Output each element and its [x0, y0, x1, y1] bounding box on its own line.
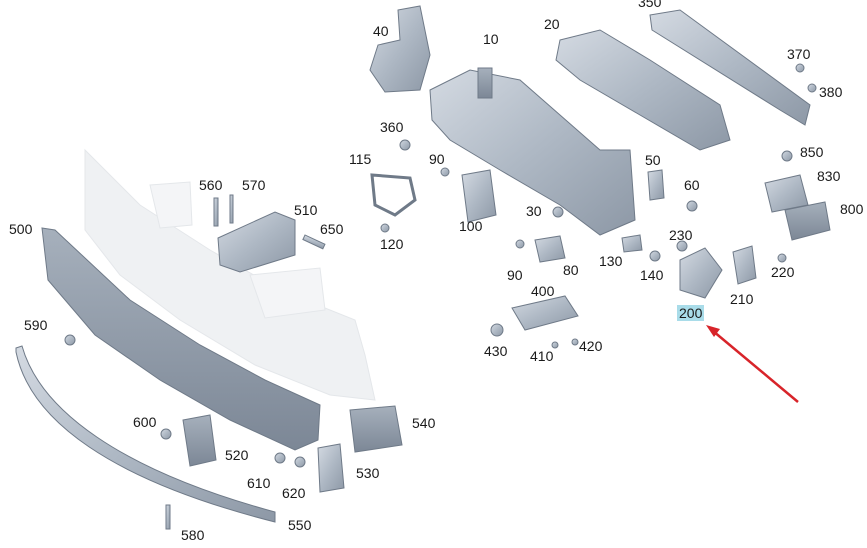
part-540-plate: [349, 405, 403, 453]
callout-arrow: [712, 330, 799, 403]
label-20: 20: [544, 16, 560, 32]
label-140: 140: [640, 267, 664, 283]
part-550-lower-strip: [15, 345, 276, 523]
part-40-bracket: [369, 5, 431, 93]
part-400-block: [511, 295, 579, 331]
part-100-bracket: [461, 169, 497, 223]
label-220: 220: [771, 264, 795, 280]
label-600: 600: [133, 414, 157, 430]
label-520: 520: [225, 447, 249, 463]
part-80-bracket: [534, 235, 566, 263]
label-90b: 90: [507, 267, 523, 283]
label-60: 60: [684, 177, 700, 193]
label-850: 850: [800, 144, 824, 160]
part-20-carrier: [555, 29, 731, 151]
label-830: 830: [817, 168, 841, 184]
label-50: 50: [645, 152, 661, 168]
label-580: 580: [181, 527, 205, 543]
label-120: 120: [380, 236, 404, 252]
label-100: 100: [459, 218, 483, 234]
fastener-group-left: [64, 194, 326, 530]
label-40: 40: [373, 23, 389, 39]
part-115-bracket: [370, 173, 417, 217]
label-380: 380: [819, 84, 843, 100]
label-410: 410: [530, 348, 554, 364]
label-610: 610: [247, 475, 271, 491]
label-370: 370: [787, 46, 811, 62]
label-80: 80: [563, 262, 579, 278]
label-115: 115: [349, 151, 372, 167]
part-210-bracket: [732, 245, 757, 285]
label-210: 210: [730, 291, 754, 307]
label-590: 590: [24, 317, 48, 333]
part-500-bumper-bar: [41, 227, 321, 451]
fastener-group-right: [380, 63, 817, 349]
label-90a: 90: [429, 151, 445, 167]
part-350-beam: [649, 9, 811, 126]
label-30: 30: [526, 203, 542, 219]
label-400: 400: [531, 283, 555, 299]
label-360: 360: [380, 119, 404, 135]
label-540: 540: [412, 415, 436, 431]
part-10-post: [477, 67, 493, 99]
part-130-bracket: [621, 234, 643, 253]
label-570: 570: [242, 177, 266, 193]
label-200: 200: [677, 305, 705, 321]
part-520-plate: [182, 414, 217, 467]
label-430: 430: [484, 343, 508, 359]
label-200-highlight: 200: [677, 305, 705, 321]
label-510: 510: [294, 202, 318, 218]
label-560: 560: [199, 177, 223, 193]
label-530: 530: [356, 465, 380, 481]
part-50-bracket: [647, 169, 665, 201]
ghost-bumper-beam: [84, 148, 376, 401]
part-800-bracket: [784, 201, 831, 241]
label-350: 350: [638, 0, 662, 10]
part-10-carrier: [429, 69, 636, 236]
callout-arrowhead: [706, 325, 720, 337]
label-230: 230: [669, 227, 693, 243]
label-800: 800: [840, 201, 864, 217]
part-200-bracket: [679, 247, 723, 299]
label-420: 420: [579, 338, 603, 354]
label-10: 10: [483, 31, 499, 47]
part-510-bracket: [217, 211, 296, 273]
part-530-plate: [317, 443, 345, 493]
label-500: 500: [9, 221, 33, 237]
label-650: 650: [320, 221, 344, 237]
label-620: 620: [282, 485, 306, 501]
label-550: 550: [288, 517, 312, 533]
label-130: 130: [599, 253, 623, 269]
